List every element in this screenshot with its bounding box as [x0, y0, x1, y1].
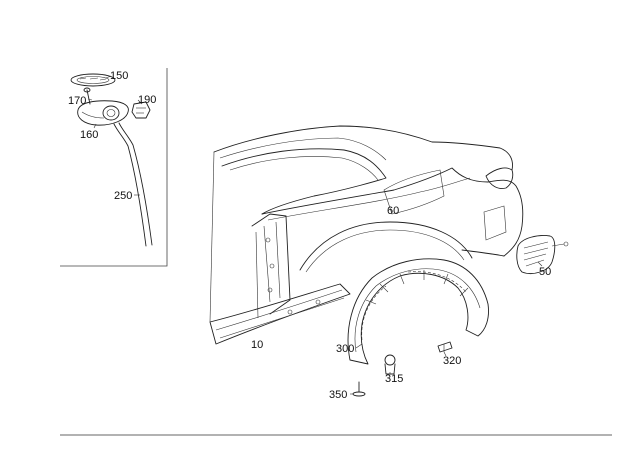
inset-frame	[60, 68, 168, 267]
drain-hose	[113, 122, 153, 247]
callout-315: 315	[385, 373, 403, 385]
callout-320: 320	[443, 355, 461, 367]
push-rivet-350	[352, 381, 366, 397]
callout-190: 190	[138, 94, 156, 106]
fuel-door-cover	[70, 73, 116, 87]
callout-250: 250	[114, 190, 132, 202]
expanding-nut-315	[384, 354, 396, 375]
screw-170	[83, 87, 91, 105]
callout-170: 170	[68, 95, 86, 107]
callout-350: 350	[329, 389, 347, 401]
callout-50: 50	[539, 266, 551, 278]
fuel-door-lid-50	[516, 235, 569, 274]
callout-60: 60	[387, 205, 399, 217]
fuel-filler-housing	[77, 100, 129, 126]
callout-160: 160	[80, 129, 98, 141]
callout-150: 150	[110, 70, 128, 82]
actuator-190	[131, 101, 151, 119]
rear-quarter-body	[209, 125, 524, 345]
wheel-arch-liner	[347, 258, 489, 365]
callout-300: 300	[336, 343, 354, 355]
leader-lines	[87, 75, 543, 395]
clip-320	[437, 341, 453, 353]
callout-10: 10	[251, 339, 263, 351]
